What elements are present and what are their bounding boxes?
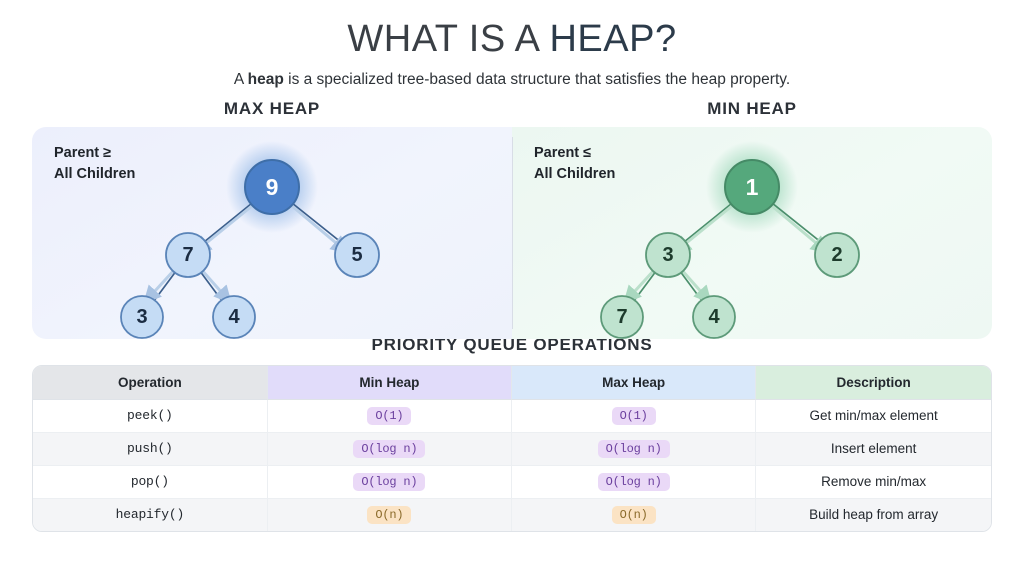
cell-max-heap: O(n) bbox=[511, 498, 757, 531]
subtitle-suffix: is a specialized tree-based data structu… bbox=[283, 70, 791, 88]
tree-node-left-child[interactable]: 3 bbox=[645, 231, 691, 278]
table-row: pop() O(log n) O(log n) Remove min/max bbox=[33, 465, 991, 499]
column-header-max-heap: Max Heap bbox=[511, 365, 757, 400]
subtitle-keyword: heap bbox=[247, 70, 284, 88]
column-header-description: Description bbox=[756, 365, 991, 400]
tree-node-root[interactable]: 1 bbox=[724, 158, 780, 215]
max-heap-title: MAX HEAP bbox=[223, 98, 321, 118]
table-head: Operation Min Heap Max Heap Description bbox=[33, 365, 991, 400]
min-heap-panel: Parent ≤ All Children bbox=[512, 126, 992, 339]
tree-node-leaf-right[interactable]: 4 bbox=[692, 294, 736, 339]
cell-max-heap: O(1) bbox=[511, 399, 757, 433]
cell-operation: push() bbox=[33, 432, 268, 466]
cell-description: Insert element bbox=[756, 432, 991, 466]
complexity-badge: O(log n) bbox=[597, 472, 670, 491]
heap-panels-wrapper: MAX HEAP MIN HEAP Parent ≥ All Children bbox=[32, 99, 992, 339]
min-heap-title: MIN HEAP bbox=[707, 98, 797, 118]
heap-panels: Parent ≥ All Children bbox=[32, 126, 992, 339]
tree-node-label: 1 bbox=[746, 174, 759, 200]
panel-divider bbox=[512, 136, 513, 329]
complexity-badge: O(n) bbox=[367, 505, 412, 524]
complexity-badge: O(log n) bbox=[353, 472, 426, 491]
cell-operation: heapify() bbox=[33, 498, 268, 531]
table-row: push() O(log n) O(log n) Insert element bbox=[33, 432, 991, 466]
tree-node-label: 2 bbox=[831, 244, 842, 266]
complexity-badge: O(log n) bbox=[353, 439, 426, 458]
tree-node-right-child[interactable]: 2 bbox=[814, 231, 860, 278]
complexity-badge: O(n) bbox=[611, 505, 656, 524]
column-header-operation: Operation bbox=[33, 365, 268, 400]
page-subtitle: A heap is a specialized tree-based data … bbox=[0, 71, 1024, 89]
tree-node-label: 7 bbox=[616, 306, 627, 328]
tree-node-label: 5 bbox=[351, 244, 362, 266]
complexity-badge: O(log n) bbox=[597, 439, 670, 458]
cell-operation: peek() bbox=[33, 399, 268, 433]
table-row: heapify() O(n) O(n) Build heap from arra… bbox=[33, 498, 991, 531]
max-heap-tree-diagram: 9 7 5 3 4 bbox=[120, 140, 380, 339]
tree-node-label: 4 bbox=[708, 306, 720, 328]
operations-table: Operation Min Heap Max Heap Description … bbox=[32, 364, 992, 532]
page-title: WHAT IS A HEAP? bbox=[0, 18, 1024, 62]
tree-node-label: 7 bbox=[182, 244, 193, 266]
page-title-plain: WHAT IS A bbox=[347, 18, 550, 60]
complexity-badge: O(1) bbox=[611, 406, 656, 425]
table-body: peek() O(1) O(1) Get min/max element pus… bbox=[33, 399, 991, 531]
tree-node-label: 3 bbox=[662, 244, 673, 266]
operations-table-title: PRIORITY QUEUE OPERATIONS bbox=[371, 334, 653, 354]
cell-max-heap: O(log n) bbox=[511, 465, 757, 499]
min-heap-tree-diagram: 1 3 2 7 4 bbox=[600, 140, 860, 339]
cell-description: Build heap from array bbox=[756, 498, 991, 531]
tree-node-label: 3 bbox=[136, 306, 147, 328]
page-header: WHAT IS A HEAP? A heap is a specialized … bbox=[0, 0, 1024, 89]
operations-section: PRIORITY QUEUE OPERATIONS Operation Min … bbox=[32, 335, 992, 532]
min-heap-caption: Parent ≤ All Children bbox=[534, 144, 616, 182]
panel-titles-row: MAX HEAP MIN HEAP bbox=[32, 99, 992, 123]
cell-operation: pop() bbox=[33, 465, 268, 499]
tree-node-leaf-right[interactable]: 4 bbox=[212, 294, 256, 339]
table-header-row: Operation Min Heap Max Heap Description bbox=[33, 365, 991, 400]
cell-min-heap: O(1) bbox=[267, 399, 512, 433]
tree-node-right-child[interactable]: 5 bbox=[334, 231, 380, 278]
tree-node-root[interactable]: 9 bbox=[244, 158, 300, 215]
cell-min-heap: O(log n) bbox=[267, 465, 512, 499]
cell-description: Remove min/max bbox=[756, 466, 991, 499]
tree-node-leaf-left[interactable]: 7 bbox=[600, 294, 644, 339]
cell-min-heap: O(n) bbox=[267, 498, 512, 531]
cell-description: Get min/max element bbox=[756, 400, 991, 433]
tree-node-label: 4 bbox=[228, 306, 240, 328]
cell-min-heap: O(log n) bbox=[267, 432, 512, 466]
tree-node-leaf-left[interactable]: 3 bbox=[120, 294, 164, 339]
tree-node-label: 9 bbox=[266, 174, 279, 200]
complexity-badge: O(1) bbox=[367, 406, 412, 425]
subtitle-prefix: A bbox=[233, 70, 248, 88]
page-title-accent: HEAP? bbox=[549, 18, 677, 60]
table-row: peek() O(1) O(1) Get min/max element bbox=[33, 399, 991, 433]
max-heap-panel: Parent ≥ All Children bbox=[32, 126, 512, 339]
tree-node-left-child[interactable]: 7 bbox=[165, 231, 211, 278]
column-header-min-heap: Min Heap bbox=[267, 365, 512, 400]
max-heap-caption: Parent ≥ All Children bbox=[54, 144, 136, 182]
cell-max-heap: O(log n) bbox=[511, 432, 757, 466]
